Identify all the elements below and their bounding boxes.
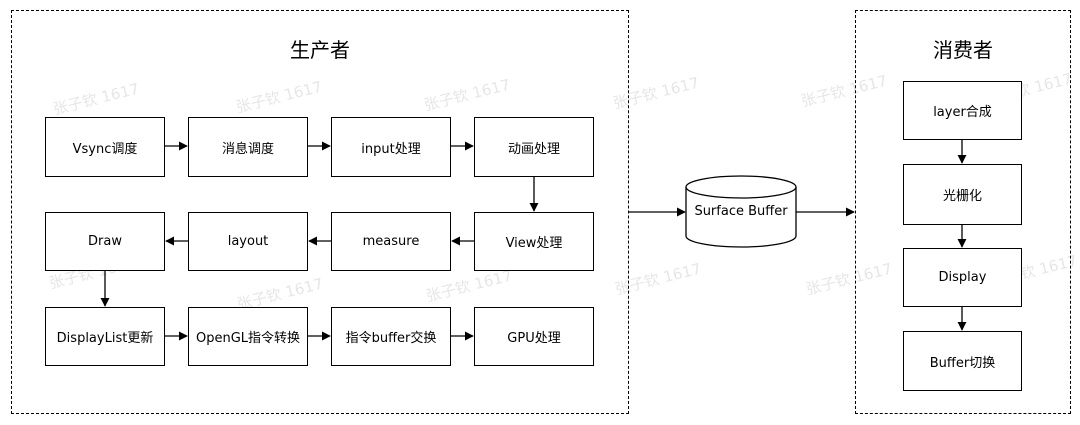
node-opengl: OpenGL指令转换: [188, 307, 308, 366]
node-gpu-label: GPU处理: [507, 331, 561, 346]
producer-title: 生产者: [290, 38, 350, 62]
node-draw: Draw: [45, 212, 165, 271]
node-measure-label: measure: [362, 234, 420, 249]
node-layer: layer合成: [903, 81, 1022, 140]
node-buffer-swap-label: 指令buffer交换: [345, 331, 437, 346]
node-vsync: Vsync调度: [45, 117, 165, 177]
node-vsync-label: Vsync调度: [72, 141, 138, 157]
node-draw-label: Draw: [88, 234, 122, 249]
node-message-label: 消息调度: [221, 141, 274, 157]
node-gpu: GPU处理: [474, 307, 594, 366]
node-input-label: input处理: [361, 141, 421, 157]
node-message: 消息调度: [188, 117, 308, 177]
surface-buffer-label: Surface Buffer: [694, 204, 788, 219]
node-buffer-swap: 指令buffer交换: [331, 307, 451, 366]
node-buffer-switch-label: Buffer切换: [929, 355, 996, 371]
surface-buffer-cylinder: [685, 175, 797, 248]
node-displaylist-label: DisplayList更新: [56, 331, 154, 346]
node-buffer-switch: Buffer切换: [903, 331, 1022, 391]
node-layer-label: layer合成: [933, 105, 992, 120]
consumer-group: [855, 10, 1071, 414]
node-view-label: View处理: [505, 236, 563, 251]
node-display-label: Display: [938, 270, 987, 285]
node-opengl-label: OpenGL指令转换: [195, 331, 301, 346]
node-input: input处理: [331, 117, 451, 177]
node-display: Display: [903, 248, 1022, 307]
node-view: View处理: [474, 212, 594, 271]
node-layout: layout: [188, 212, 308, 271]
node-animation-label: 动画处理: [507, 141, 560, 157]
node-animation: 动画处理: [474, 117, 594, 177]
node-layout-label: layout: [227, 234, 269, 249]
node-raster: 光栅化: [903, 164, 1022, 225]
consumer-title: 消费者: [933, 38, 993, 62]
producer-group: [11, 10, 629, 414]
node-displaylist: DisplayList更新: [45, 307, 165, 366]
node-raster-label: 光栅化: [942, 189, 982, 204]
node-measure: measure: [331, 212, 451, 271]
